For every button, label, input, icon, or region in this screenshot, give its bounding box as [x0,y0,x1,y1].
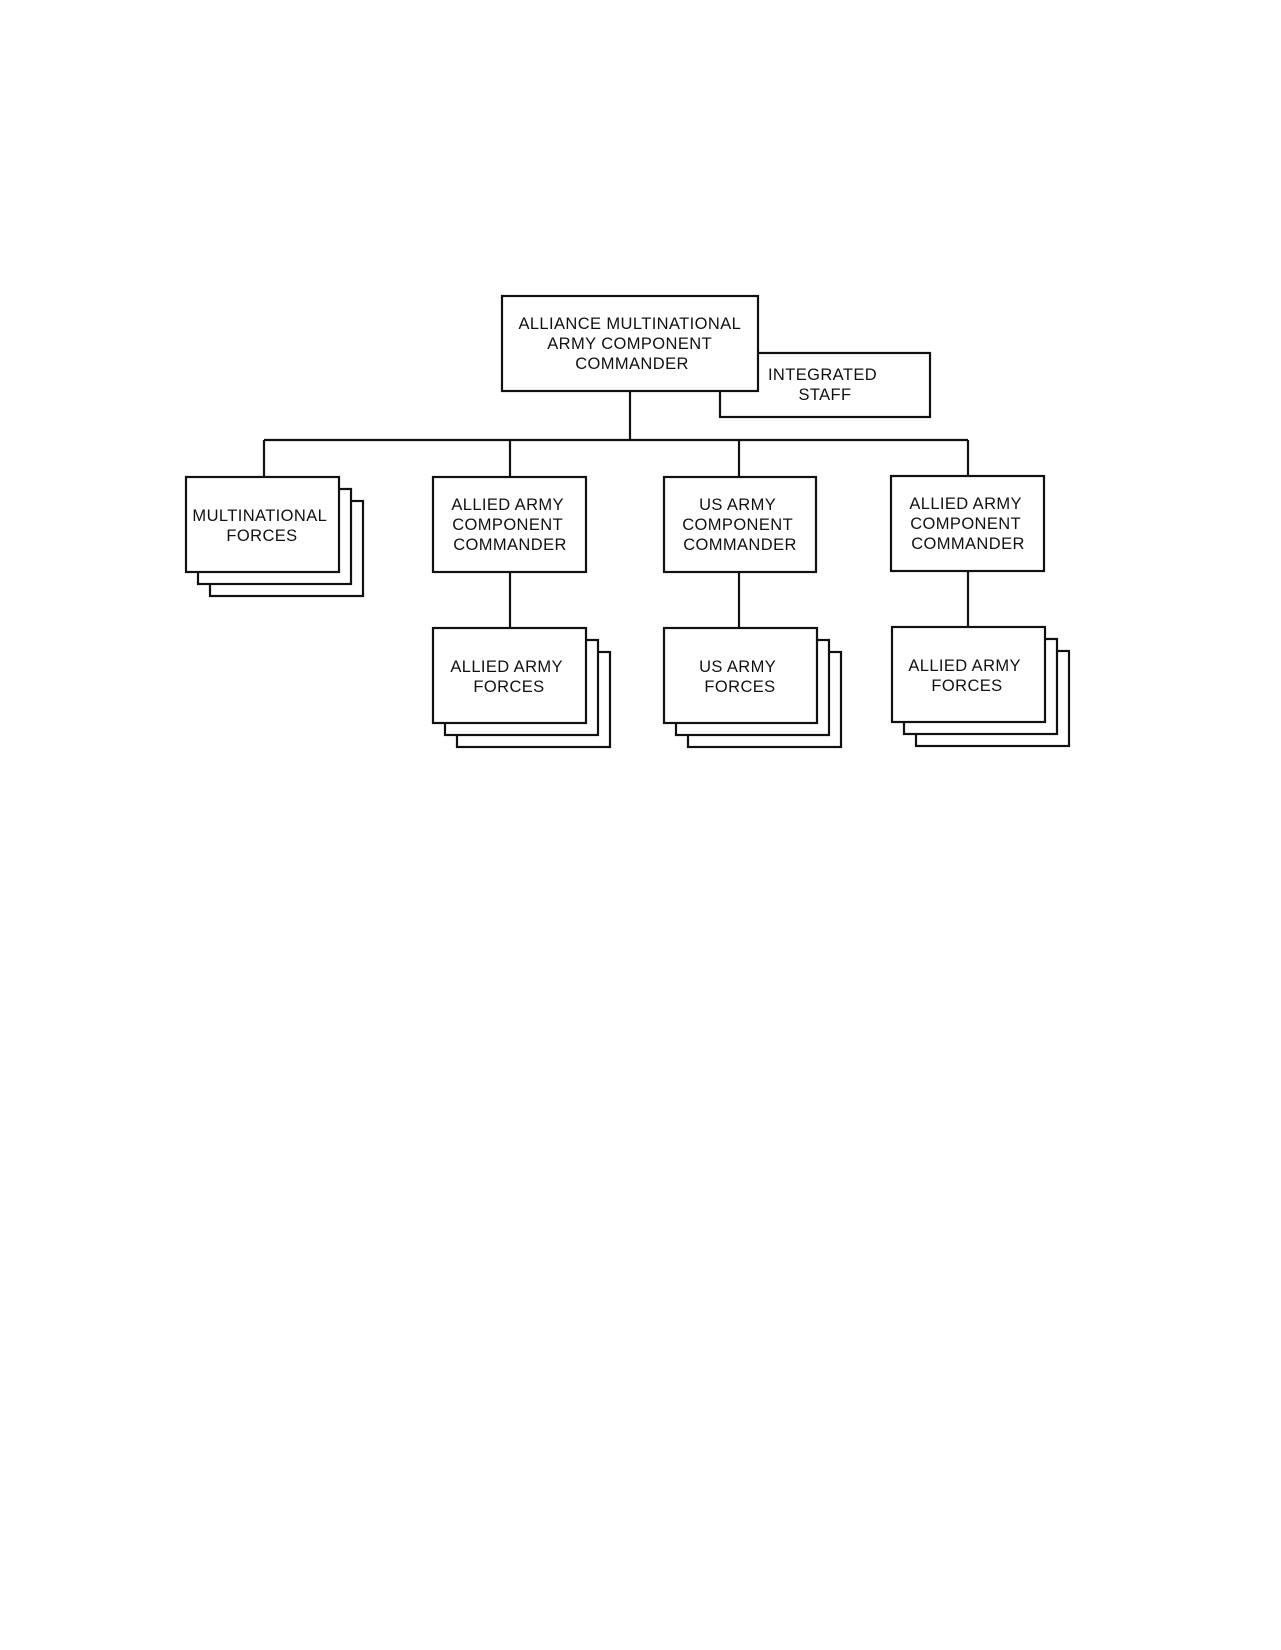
alliance-commander-rect [500,294,760,393]
allied-forces-2-label: ALLIED ARMY FORCES [908,657,1025,695]
multinational-forces-front-rect [184,475,341,574]
allied-forces-1-front-rect [431,626,588,725]
alliance-commander-box: ALLIANCE MULTINATIONAL ARMY COMPONENT CO… [500,294,760,393]
allied-forces-1-label: ALLIED ARMY FORCES [450,658,567,696]
allied-commander-1-label: ALLIED ARMY COMPONENT COMMANDER [451,496,568,554]
us-commander-box: US ARMY COMPONENT COMMANDER [662,475,818,574]
multinational-forces-label: MULTINATIONAL FORCES [192,507,331,545]
us-forces-stack: US ARMY FORCES [662,626,843,749]
allied-forces-1-stack: ALLIED ARMY FORCES [431,626,612,749]
us-commander-rect [662,475,818,574]
connectors [262,390,970,627]
allied-commander-1-rect [431,475,588,574]
integrated-staff-label: INTEGRATED STAFF [768,366,882,404]
allied-forces-2-front-rect [890,625,1047,724]
allied-commander-2-box: ALLIED ARMY COMPONENT COMMANDER [889,474,1046,573]
allied-commander-2-rect [889,474,1046,573]
multinational-forces-stack: MULTINATIONAL FORCES [184,475,365,598]
allied-forces-2-stack: ALLIED ARMY FORCES [890,625,1071,748]
allied-commander-2-label: ALLIED ARMY COMPONENT COMMANDER [909,495,1026,553]
alliance-commander-label: ALLIANCE MULTINATIONAL ARMY COMPONENT CO… [518,315,745,373]
us-forces-front-rect [662,626,819,725]
us-forces-label: US ARMY FORCES [699,658,781,696]
us-commander-label: US ARMY COMPONENT COMMANDER [682,496,798,554]
allied-commander-1-box: ALLIED ARMY COMPONENT COMMANDER [431,475,588,574]
